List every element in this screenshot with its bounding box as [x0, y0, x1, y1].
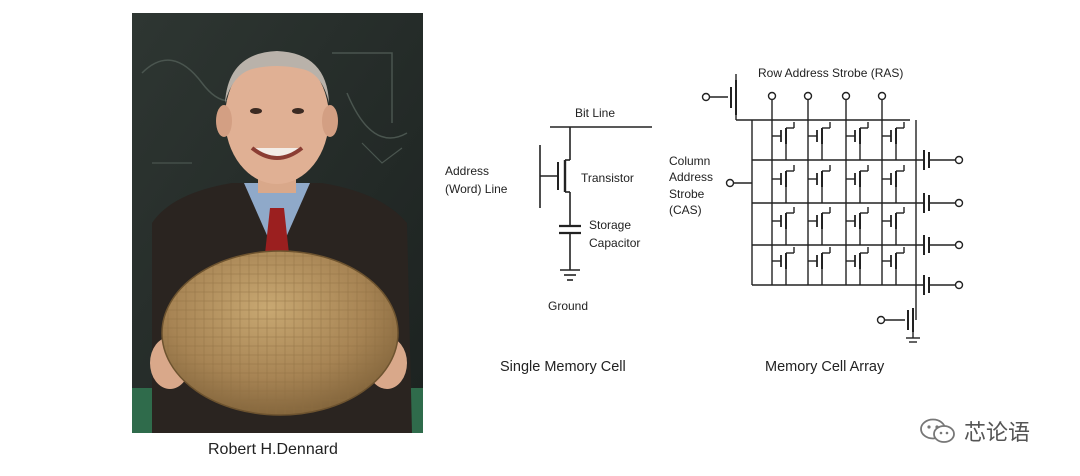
row-output-terminal	[954, 280, 964, 290]
single-memory-cell	[539, 126, 652, 281]
address-line-label-1: Address	[445, 164, 489, 178]
address-line-label-2: (Word) Line	[445, 182, 508, 196]
column-terminal	[803, 91, 813, 101]
photo-caption: Robert H.Dennard	[208, 441, 338, 458]
ras-input-terminal	[701, 92, 711, 102]
row-output-terminal	[954, 240, 964, 250]
cas-label-4: (CAS)	[669, 203, 702, 217]
cas-label-3: Strobe	[669, 187, 705, 201]
memory-cell-array	[710, 74, 910, 121]
transistor-label: Transistor	[581, 171, 634, 185]
watermark-text: 芯论语	[964, 421, 1031, 446]
column-terminal	[841, 91, 851, 101]
row-output-terminal	[954, 155, 964, 165]
cas-label-2: Address	[669, 170, 713, 184]
dennard-photo	[132, 13, 423, 433]
cas-input-terminal	[725, 178, 735, 188]
column-terminal	[767, 91, 777, 101]
storage-label-2: Capacitor	[589, 236, 640, 250]
array-caption: Memory Cell Array	[765, 359, 885, 375]
storage-label-1: Storage	[589, 218, 631, 232]
single-cell-caption: Single Memory Cell	[500, 359, 626, 375]
watermark: 芯论语	[918, 415, 1030, 447]
bit-line-label: Bit Line	[575, 106, 615, 120]
bottom-input-terminal	[876, 315, 886, 325]
row-output-terminal	[954, 198, 964, 208]
ground-label: Ground	[548, 299, 588, 313]
column-terminal	[877, 91, 887, 101]
wechat-icon	[920, 418, 955, 443]
dennard-photo-illustration	[132, 13, 423, 433]
array-grid	[734, 91, 964, 343]
ras-label: Row Address Strobe (RAS)	[758, 66, 903, 80]
cas-label-1: Column	[669, 154, 710, 168]
